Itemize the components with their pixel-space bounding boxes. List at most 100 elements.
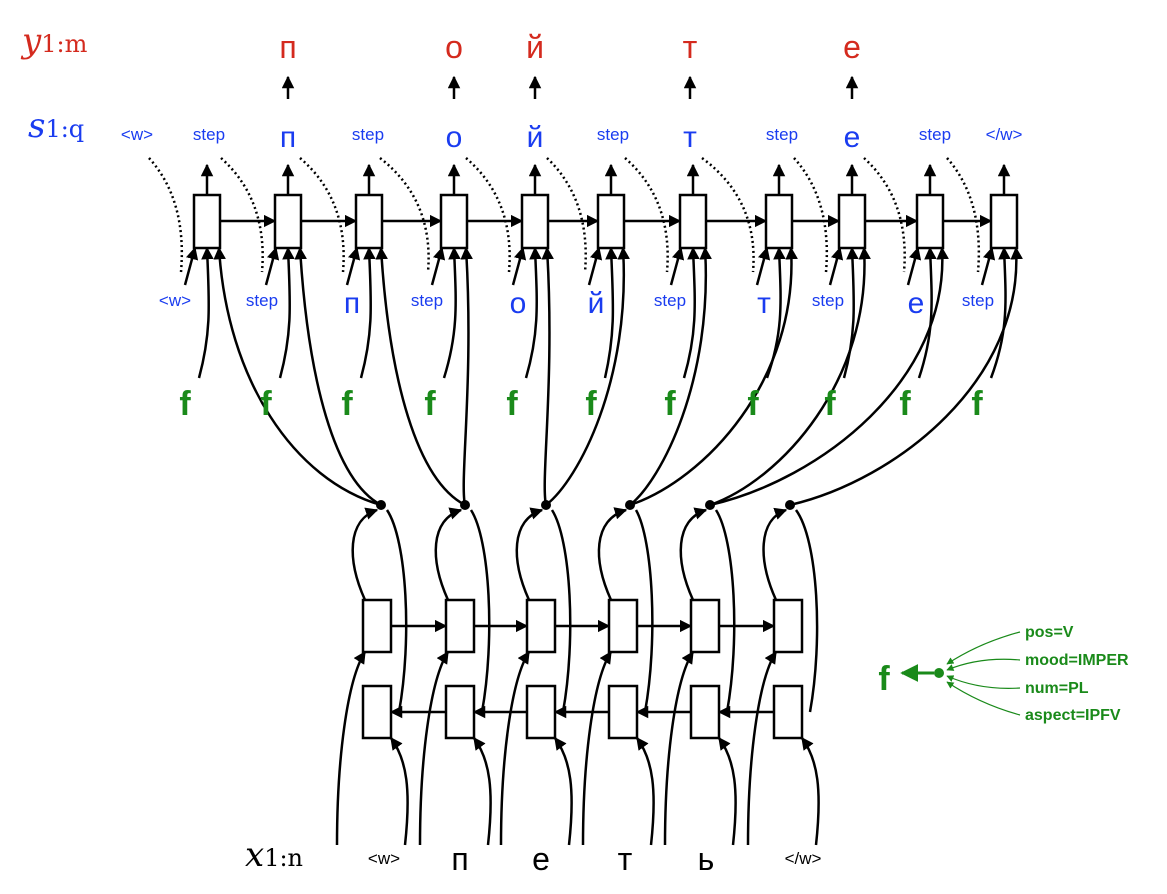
x-sequence-label: x1:n [245,835,303,875]
input-to-forward-arrow [581,650,613,846]
forward-to-state-arrow [351,507,379,601]
encoder-backward-cell [361,684,393,740]
decoder-input-label: step [654,291,686,310]
decoder-input-arrow [828,246,844,286]
dotted-input-link [946,157,981,273]
encoder-forward-cell [361,598,393,654]
legend-feature-arrow [946,658,1021,671]
legend-feature-label: aspect=IPFV [1025,707,1121,724]
decoder-cell [520,193,550,250]
decoder-cell [273,193,303,250]
decoder-input-arrow [345,246,361,286]
y-sequence-label-sub: 1:m [41,30,87,58]
forward-to-state-arrow [679,507,708,601]
decoder-output-label: п [280,121,296,154]
legend-feature-label: num=PL [1025,680,1089,697]
feature-arrow [442,246,461,379]
feature-vector-label: f [971,385,983,423]
encoder-state-dot [785,500,795,510]
decoder-input-arrow [980,246,996,286]
decoder-input-arrow [183,246,199,286]
feature-vector-label: f [506,385,518,423]
feature-arrow [917,246,937,379]
decoder-input-arrow [906,246,922,286]
legend-f-label: f [878,660,890,698]
output-char: й [526,29,544,65]
backward-to-state-arrow [550,509,572,713]
backward-to-state-arrow [385,509,408,713]
forward-to-state-arrow [515,507,544,601]
feature-arrow [682,246,700,379]
encoder-input-char: </w> [785,849,822,868]
decoder-input-label: step [812,291,844,310]
decoder-input-arrow [669,246,685,286]
s-sequence-label: s1:q [28,106,84,146]
attention-link [789,246,1023,507]
encoder-forward-cell [444,598,476,654]
legend-feature-label: pos=V [1025,624,1074,641]
decoder-output-label: </w> [986,125,1023,144]
feature-vector-label: f [899,385,911,423]
encoder-state-dot [460,500,470,510]
input-to-forward-arrow [418,650,450,846]
legend-feature-label: mood=IMPER [1025,652,1129,669]
feature-vector-label: f [747,385,759,423]
decoder-cell [354,193,384,250]
encoder-backward-cell [772,684,804,740]
input-to-forward-arrow [663,650,695,846]
encoder-input-char: е [532,841,550,877]
decoder-input-label: й [588,287,605,320]
encoder-backward-cell [525,684,557,740]
encoder-state-dot [705,500,715,510]
decoder-input-arrow [264,246,280,286]
attention-link [375,246,466,507]
attention-link [709,246,871,507]
backward-to-state-arrow [794,509,819,713]
feature-arrow [359,246,376,379]
decoder-output-label: <w> [121,125,153,144]
encoder-input-char: ь [698,841,715,877]
attention-link [709,246,949,507]
feature-arrow [524,246,542,379]
decoder-cell [764,193,794,250]
decoder-input-label: о [510,287,527,320]
feature-arrow [278,246,295,379]
attention-link [629,246,798,507]
output-char: о [445,29,463,65]
input-to-backward-arrow [553,736,573,846]
input-to-backward-arrow [389,736,409,846]
feature-vector-label: f [585,385,597,423]
dotted-input-link [701,156,755,273]
encoder-backward-cell [607,684,639,740]
forward-to-state-arrow [434,507,463,601]
decoder-cell [837,193,867,250]
decoder-output-label: step [919,125,951,144]
legend-feature-arrow [946,681,1021,716]
decoder-cell [678,193,708,250]
attention-link [213,246,382,507]
legend-dot [934,668,944,678]
feature-arrow [197,246,214,379]
output-char: т [683,29,698,65]
encoder-input-char: <w> [368,849,400,868]
dotted-input-link [379,157,430,273]
encoder-forward-cell [525,598,557,654]
decoder-output-label: е [844,121,861,154]
encoder-backward-cell [689,684,721,740]
encoder-state-dot [376,500,386,510]
attention-link [541,246,554,506]
decoder-input-label: т [757,287,771,320]
dotted-input-link [546,157,587,273]
backward-to-state-arrow [469,509,491,713]
s-sequence-label-var: s [28,106,45,146]
dotted-input-link [299,157,345,273]
encoder-forward-cell [772,598,804,654]
decoder-input-arrow [511,246,527,286]
input-to-forward-arrow [746,650,778,846]
decoder-input-arrow [755,246,771,286]
legend-feature-arrow [946,631,1021,665]
encoder-backward-cell [444,684,476,740]
dotted-input-link [220,157,264,273]
dotted-input-link [863,157,906,273]
